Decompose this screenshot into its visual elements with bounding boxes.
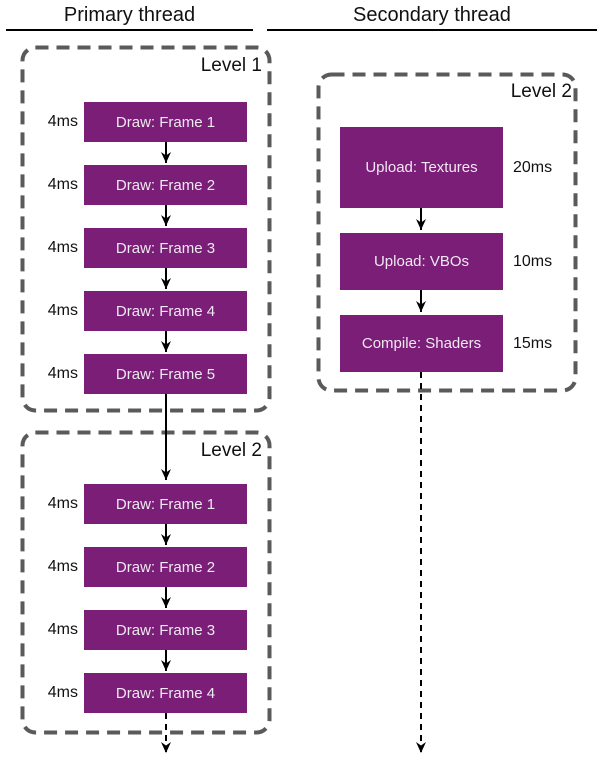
secondary-level2-label: Level 2 (510, 81, 572, 102)
task-box: Draw: Frame 4 (84, 291, 247, 331)
duration-label: 4ms (47, 365, 78, 382)
duration-label: 10ms (513, 252, 553, 270)
task-box: Draw: Frame 1 (84, 102, 247, 142)
duration-label: 4ms (47, 113, 78, 130)
duration-label: 4ms (47, 239, 78, 256)
secondary-thread-underline (267, 29, 597, 31)
duration-label: 4ms (47, 302, 78, 319)
task-box: Draw: Frame 3 (84, 610, 247, 650)
primary-level1-label: Level 1 (200, 55, 262, 76)
duration-label: 4ms (47, 176, 78, 193)
task-box: Draw: Frame 4 (84, 673, 247, 713)
duration-label: 4ms (47, 495, 78, 512)
task-box: Draw: Frame 2 (84, 547, 247, 587)
task-box: Draw: Frame 3 (84, 228, 247, 268)
task-box: Upload: VBOs (340, 233, 503, 290)
primary-thread-title: Primary thread (63, 4, 196, 26)
duration-label: 4ms (47, 684, 78, 701)
primary-thread-underline (6, 29, 253, 31)
primary-level2-label: Level 2 (200, 440, 262, 461)
task-box: Draw: Frame 5 (84, 354, 247, 394)
duration-label: 15ms (513, 334, 553, 352)
duration-label: 4ms (47, 621, 78, 638)
task-box: Compile: Shaders (340, 315, 503, 372)
duration-label: 4ms (47, 558, 78, 575)
task-box: Upload: Textures (340, 127, 503, 208)
duration-label: 20ms (513, 158, 553, 176)
task-box: Draw: Frame 2 (84, 165, 247, 205)
secondary-thread-title: Secondary thread (353, 4, 511, 26)
task-box: Draw: Frame 1 (84, 484, 247, 524)
